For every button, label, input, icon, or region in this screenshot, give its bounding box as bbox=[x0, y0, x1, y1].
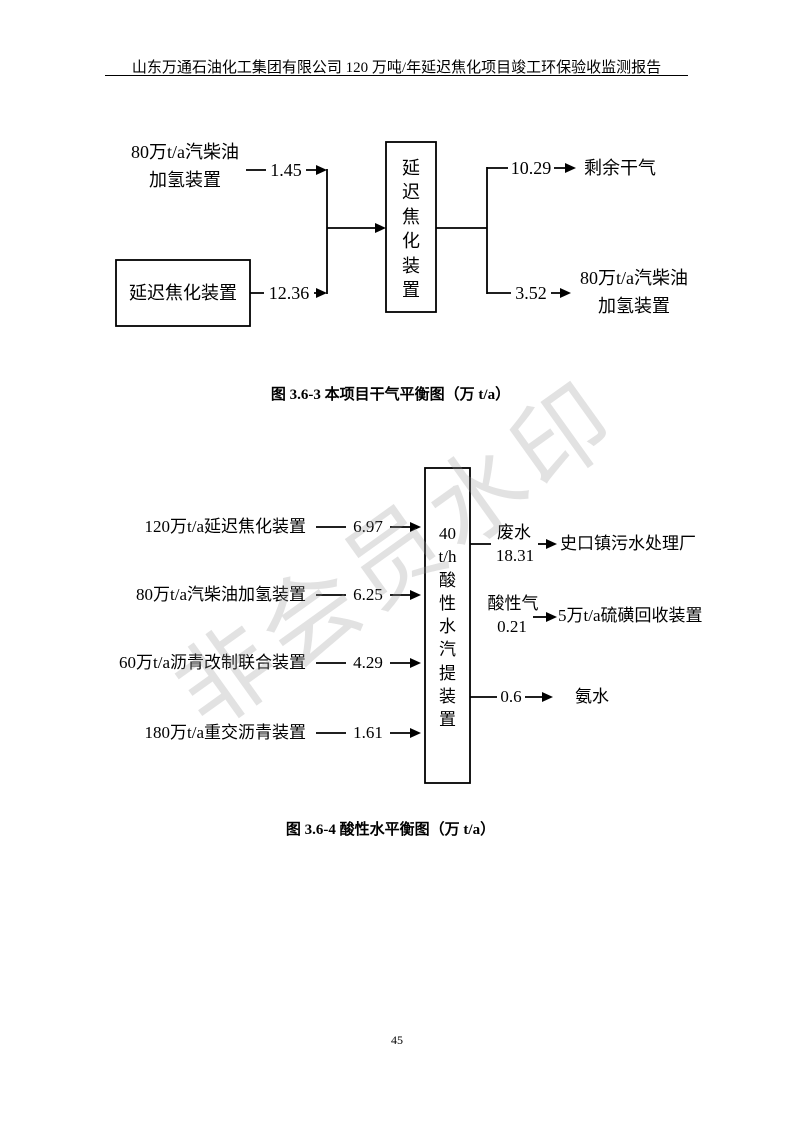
fig2-input-source-2: 80万t/a汽柴油加氢装置 bbox=[136, 585, 306, 604]
fig2-input-arrowhead-1 bbox=[410, 522, 421, 532]
fig2-center-unit-line-9: 置 bbox=[439, 710, 456, 730]
fig2-input-arrowhead-3 bbox=[410, 658, 421, 668]
fig2-input-flow-3: 4.29 bbox=[346, 653, 390, 673]
fig2-center-unit-line-5: 水 bbox=[439, 617, 456, 637]
fig2-center-unit-line-6: 汽 bbox=[439, 640, 456, 660]
fig1-center-unit-label: 延 迟 焦 化 装 置 bbox=[386, 156, 436, 302]
fig1-input-coking-flow: 12.36 bbox=[264, 283, 314, 303]
fig2-center-unit-label: 40 t/h 酸 性 水 汽 提 装 置 bbox=[425, 522, 470, 732]
fig2-center-unit-box bbox=[424, 467, 471, 784]
fig1-diesel-out-line-1: 80万t/a汽柴油 bbox=[580, 268, 688, 288]
fig1-input-diesel-line-1: 80万t/a汽柴油 bbox=[131, 142, 239, 162]
fig1-center-unit-char-6: 置 bbox=[402, 280, 420, 301]
fig1-center-unit-char-1: 延 bbox=[402, 158, 420, 178]
fig1-center-unit-char-2: 迟 bbox=[402, 182, 420, 203]
fig1-center-unit-box bbox=[385, 141, 437, 313]
fig2-waste-water-arrowhead bbox=[546, 539, 557, 549]
fig2-ammonia-arrowhead bbox=[542, 692, 553, 702]
fig1-diesel-out-line-2: 加氢装置 bbox=[598, 296, 670, 316]
fig2-acid-gas-flow: 0.21 bbox=[497, 617, 527, 636]
page-number: 45 bbox=[391, 1033, 403, 1047]
fig2-center-unit-line-4: 性 bbox=[439, 593, 456, 613]
fig2-input-flow-2: 6.25 bbox=[346, 585, 390, 605]
fig2-input-source-3: 60万t/a沥青改制联合装置 bbox=[119, 653, 306, 672]
fig2-center-unit-line-7: 提 bbox=[439, 663, 456, 683]
fig2-center-unit-line-2: t/h bbox=[438, 547, 457, 567]
fig1-diesel-in-arrowhead bbox=[316, 165, 327, 175]
fig2-input-source-4: 180万t/a重交沥青装置 bbox=[144, 723, 307, 742]
fig2-acid-gas-stream: 酸性气 bbox=[487, 594, 539, 613]
fig1-diesel-out-flow: 3.52 bbox=[511, 283, 551, 303]
fig1-dry-gas-flow: 10.29 bbox=[508, 158, 554, 178]
fig1-caption: 图 3.6-3 本项目干气平衡图（万 t/a） bbox=[270, 387, 511, 403]
fig2-acid-gas-target: 5万t/a硫磺回收装置 bbox=[558, 606, 703, 625]
fig2-acid-gas-arrowhead bbox=[546, 612, 557, 622]
fig2-center-unit-line-1: 40 bbox=[439, 524, 456, 543]
page-header-title: 山东万通石油化工集团有限公司 120 万吨/年延迟焦化项目竣工环保验收监测报告 bbox=[131, 60, 662, 76]
fig2-input-source-1: 120万t/a延迟焦化装置 bbox=[144, 517, 307, 536]
fig2-waste-water-target: 史口镇污水处理厂 bbox=[560, 534, 696, 553]
fig2-input-flow-1: 6.97 bbox=[346, 517, 390, 537]
fig2-input-arrowhead-2 bbox=[410, 590, 421, 600]
fig1-input-diesel-line-2: 加氢装置 bbox=[149, 170, 221, 190]
fig1-dry-gas-out-arrowhead bbox=[565, 163, 576, 173]
fig1-center-unit-char-4: 化 bbox=[402, 231, 420, 252]
fig1-to-center-arrowhead bbox=[375, 223, 386, 233]
fig2-caption: 图 3.6-4 酸性水平衡图（万 t/a） bbox=[285, 822, 496, 838]
fig1-center-unit-char-5: 装 bbox=[402, 255, 420, 276]
fig1-input-coking-label: 延迟焦化装置 bbox=[129, 283, 237, 303]
fig2-input-arrowhead-4 bbox=[410, 728, 421, 738]
fig1-coking-in-arrowhead bbox=[316, 288, 327, 298]
fig2-waste-water-flow: 18.31 bbox=[495, 546, 535, 565]
page-header-rule bbox=[105, 75, 688, 76]
fig1-diesel-out-arrowhead bbox=[560, 288, 571, 298]
fig1-diesel-out-label: 80万t/a汽柴油 加氢装置 bbox=[559, 264, 709, 320]
fig2-ammonia-target: 氨水 bbox=[575, 687, 609, 706]
fig1-center-unit-char-3: 焦 bbox=[402, 206, 420, 227]
fig2-center-unit-line-8: 装 bbox=[439, 687, 456, 707]
fig2-input-flow-4: 1.61 bbox=[346, 723, 390, 743]
fig1-input-diesel-flow: 1.45 bbox=[266, 160, 306, 180]
fig1-input-diesel-label: 80万t/a汽柴油 加氢装置 bbox=[110, 138, 260, 194]
fig2-ammonia-flow: 0.6 bbox=[497, 687, 525, 707]
fig1-dry-gas-label: 剩余干气 bbox=[584, 158, 656, 178]
fig2-center-unit-line-3: 酸 bbox=[439, 570, 456, 590]
fig2-waste-water-stream: 废水 bbox=[497, 523, 531, 542]
